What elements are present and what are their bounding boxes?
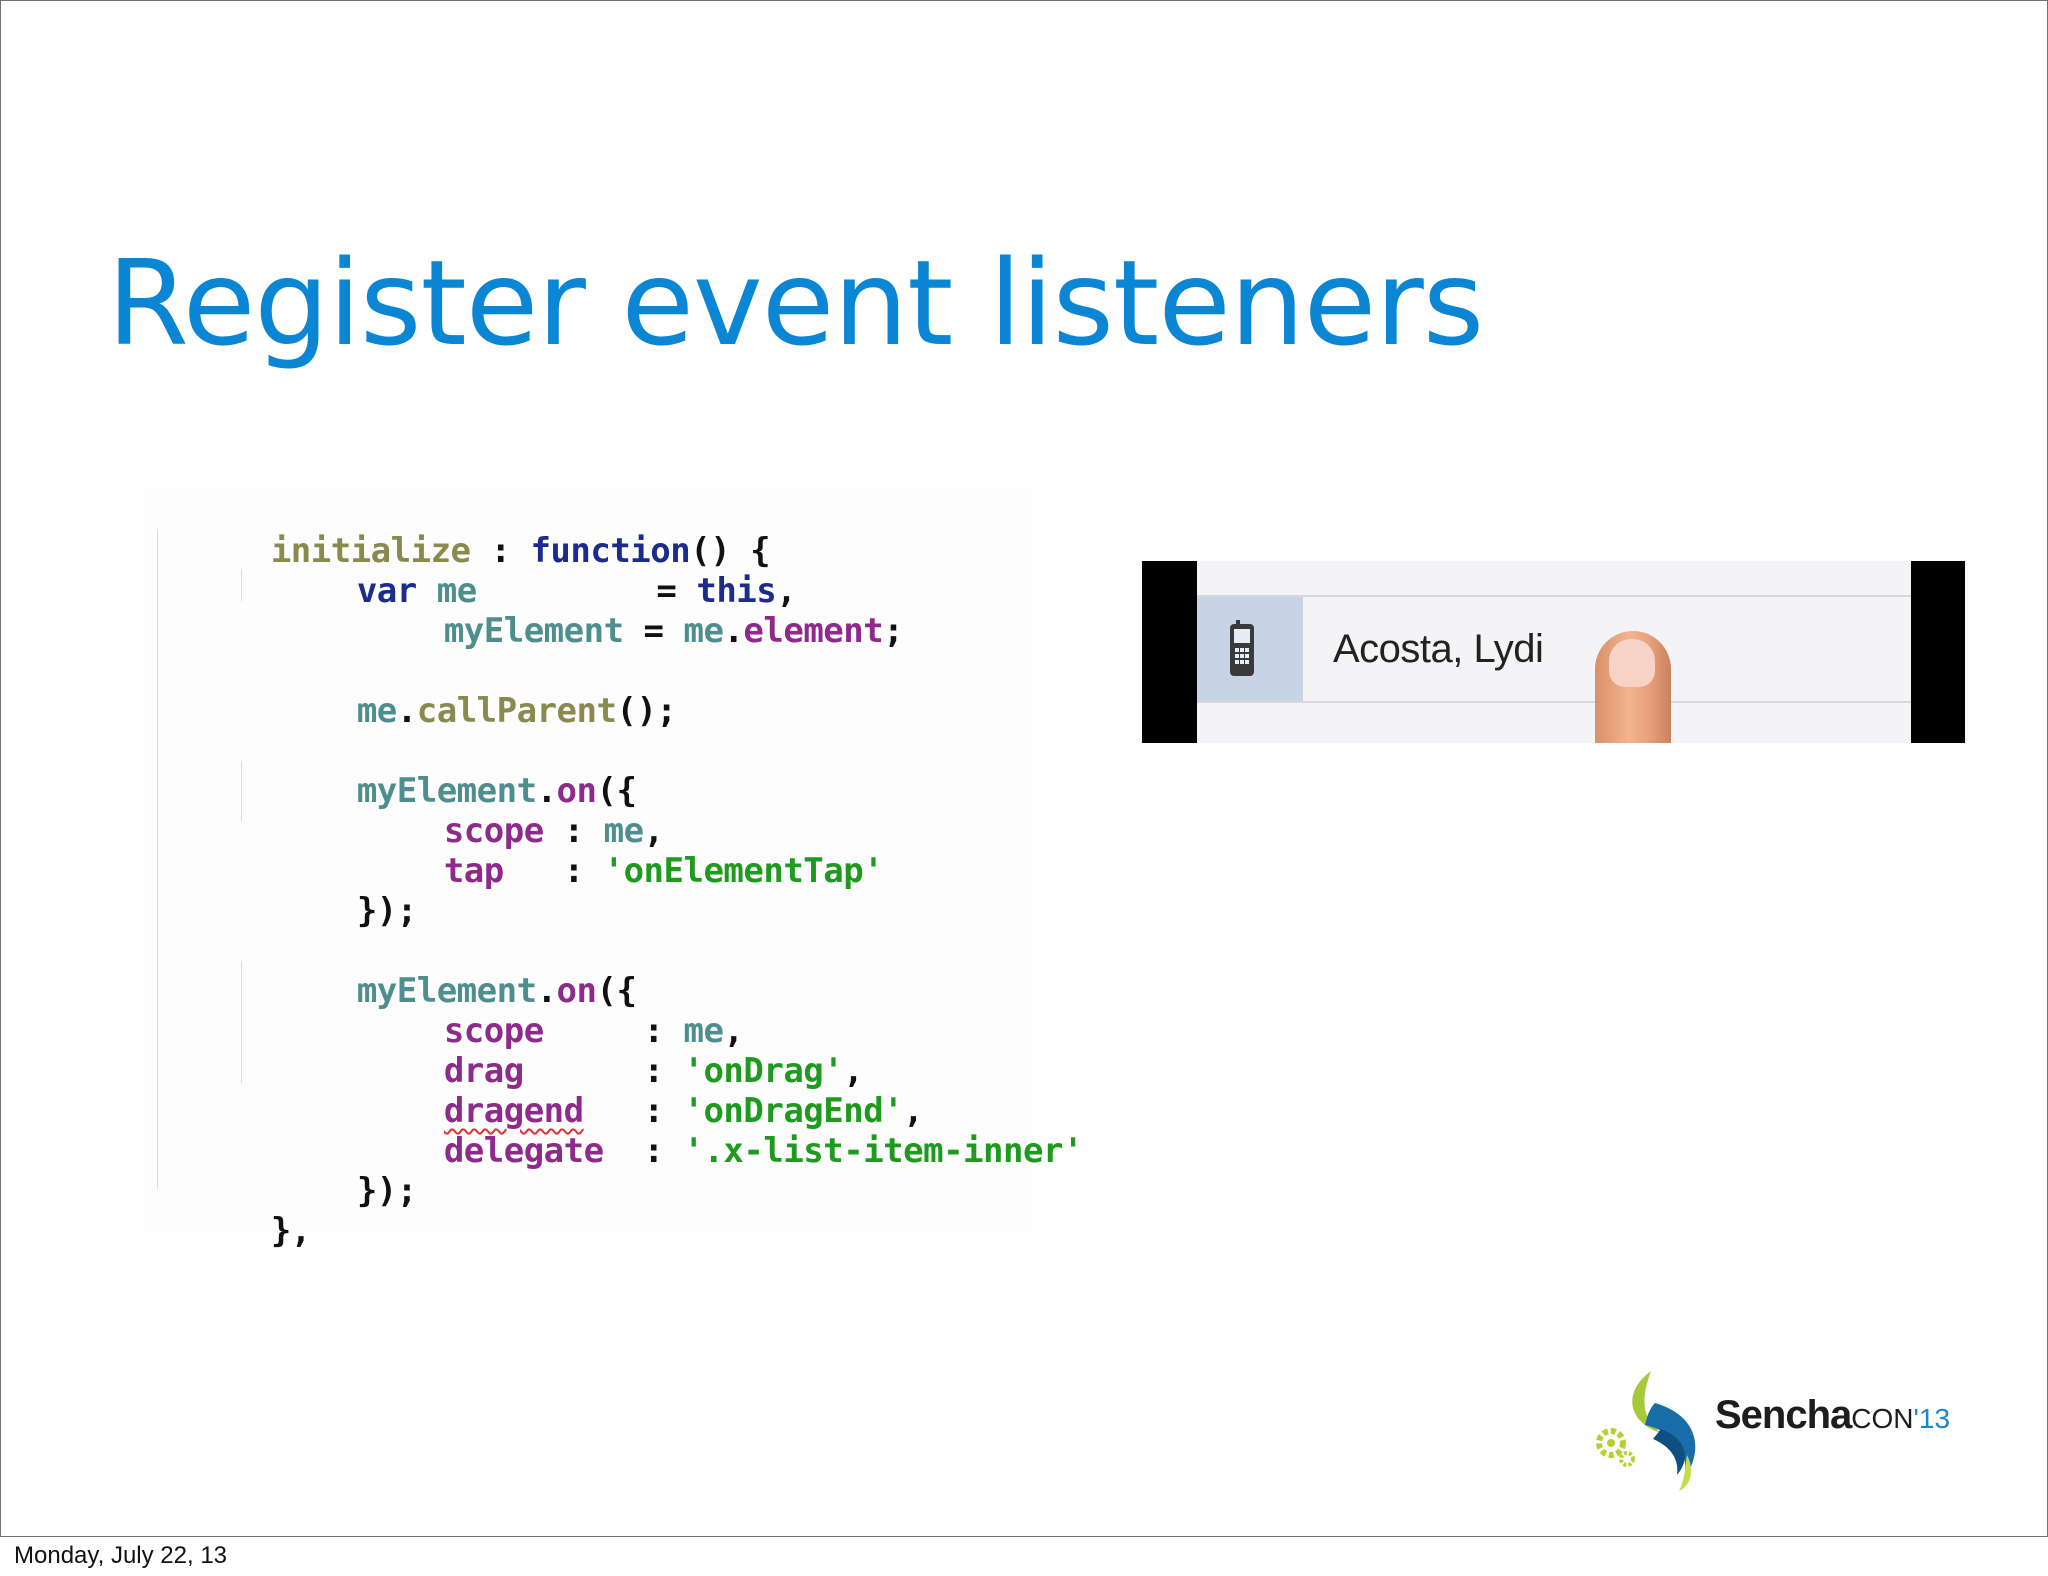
indent-guide xyxy=(241,761,242,821)
indent-guide xyxy=(241,961,242,1083)
code-line-on-1: myElement.on({ xyxy=(356,771,637,811)
code-line-scope-2: scope : me, xyxy=(443,1011,744,1051)
code-line-delegate: delegate : '.x-list-item-inner' xyxy=(443,1131,1084,1171)
code-line-on-2: myElement.on({ xyxy=(356,971,637,1011)
code-line-scope-1: scope : me, xyxy=(443,811,664,851)
list-item-contact-name[interactable]: Acosta, Lydi xyxy=(1333,627,1544,671)
senchacon-logo: SenchaCON'13 xyxy=(1591,1363,1951,1493)
fingernail-image xyxy=(1609,639,1655,687)
senchacon-wordmark: SenchaCON'13 xyxy=(1715,1393,1951,1437)
code-line-close-1: }); xyxy=(356,891,417,931)
code-line-call-parent: me.callParent(); xyxy=(356,691,677,731)
senchacon-emblem-icon xyxy=(1596,1371,1696,1491)
code-line-var-me: var me = this, xyxy=(356,571,797,611)
phone-icon xyxy=(1230,620,1254,676)
indent-guide xyxy=(157,529,158,1189)
slide-title: Register event listeners xyxy=(107,234,1484,372)
code-line-drag: drag : 'onDrag', xyxy=(443,1051,864,1091)
list-divider xyxy=(1197,701,1911,703)
code-line-initialize: initialize : function() { xyxy=(270,531,771,571)
code-block: initialize : function() { var me = this,… xyxy=(151,491,1083,1251)
footer-date: Monday, July 22, 13 xyxy=(14,1542,228,1569)
code-line-my-element: myElement = me.element; xyxy=(443,611,904,651)
slide: Register event listeners initialize : fu… xyxy=(0,0,2048,1537)
video-frame[interactable]: Acosta, Lydi xyxy=(1142,561,1965,743)
code-line-close-3: }, xyxy=(270,1211,311,1251)
code-line-dragend: dragend : 'onDragEnd', xyxy=(443,1091,924,1131)
code-line-tap: tap : 'onElementTap' xyxy=(443,851,884,891)
list-screen: Acosta, Lydi xyxy=(1197,561,1911,743)
code-line-close-2: }); xyxy=(356,1171,417,1211)
list-divider xyxy=(1197,595,1911,597)
indent-guide xyxy=(241,569,242,601)
